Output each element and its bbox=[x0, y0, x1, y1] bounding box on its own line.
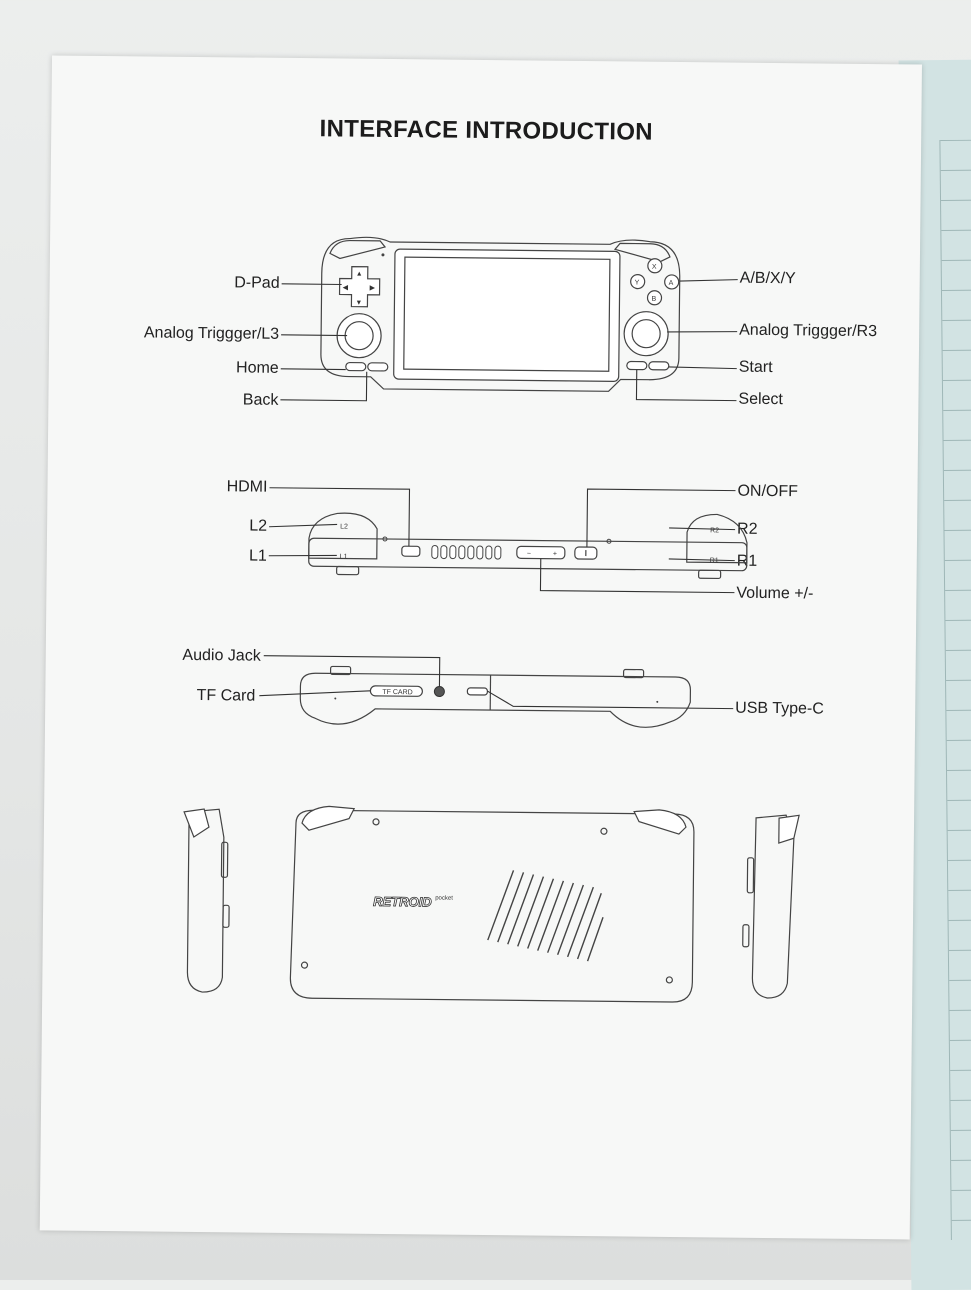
dpad-right-mark: ▶ bbox=[370, 285, 376, 292]
background-page-grid bbox=[939, 140, 971, 1240]
tf-card-slot-text: TF CARD bbox=[382, 689, 412, 696]
volume-minus-mark: − bbox=[527, 550, 531, 557]
device-mark-r2: R2 bbox=[710, 527, 719, 534]
device-mark-r1: R1 bbox=[710, 557, 719, 564]
back-view-device: RETROID pocket bbox=[290, 806, 694, 1002]
right-side-device bbox=[742, 815, 799, 999]
dpad-down-mark: ▼ bbox=[355, 300, 362, 307]
device-diagrams: ▲ ▼ ◀ ▶ X Y A B bbox=[40, 55, 922, 1239]
back-logo-suffix: pocket bbox=[435, 896, 453, 902]
device-mark-l1: L1 bbox=[340, 553, 348, 560]
top-view-device: L2 R2 L1 R1 − + bbox=[309, 510, 748, 579]
dpad-up-mark: ▲ bbox=[356, 271, 363, 278]
bottom-view-device: TF CARD bbox=[300, 666, 691, 728]
manual-page: INTERFACE INTRODUCTION D-Pad Analog Trig… bbox=[40, 55, 922, 1239]
face-button-x: X bbox=[652, 264, 657, 271]
volume-plus-mark: + bbox=[553, 551, 557, 558]
face-button-y: Y bbox=[635, 280, 640, 287]
device-mark-l2: L2 bbox=[340, 523, 348, 530]
back-speaker-grille bbox=[488, 870, 604, 961]
left-side-device bbox=[182, 809, 230, 992]
face-button-b: B bbox=[651, 296, 656, 303]
dpad-left-mark: ◀ bbox=[343, 285, 349, 292]
front-view-device: ▲ ▼ ◀ ▶ X Y A B bbox=[321, 237, 681, 392]
face-button-a: A bbox=[669, 280, 674, 287]
back-logo: RETROID bbox=[373, 894, 432, 910]
